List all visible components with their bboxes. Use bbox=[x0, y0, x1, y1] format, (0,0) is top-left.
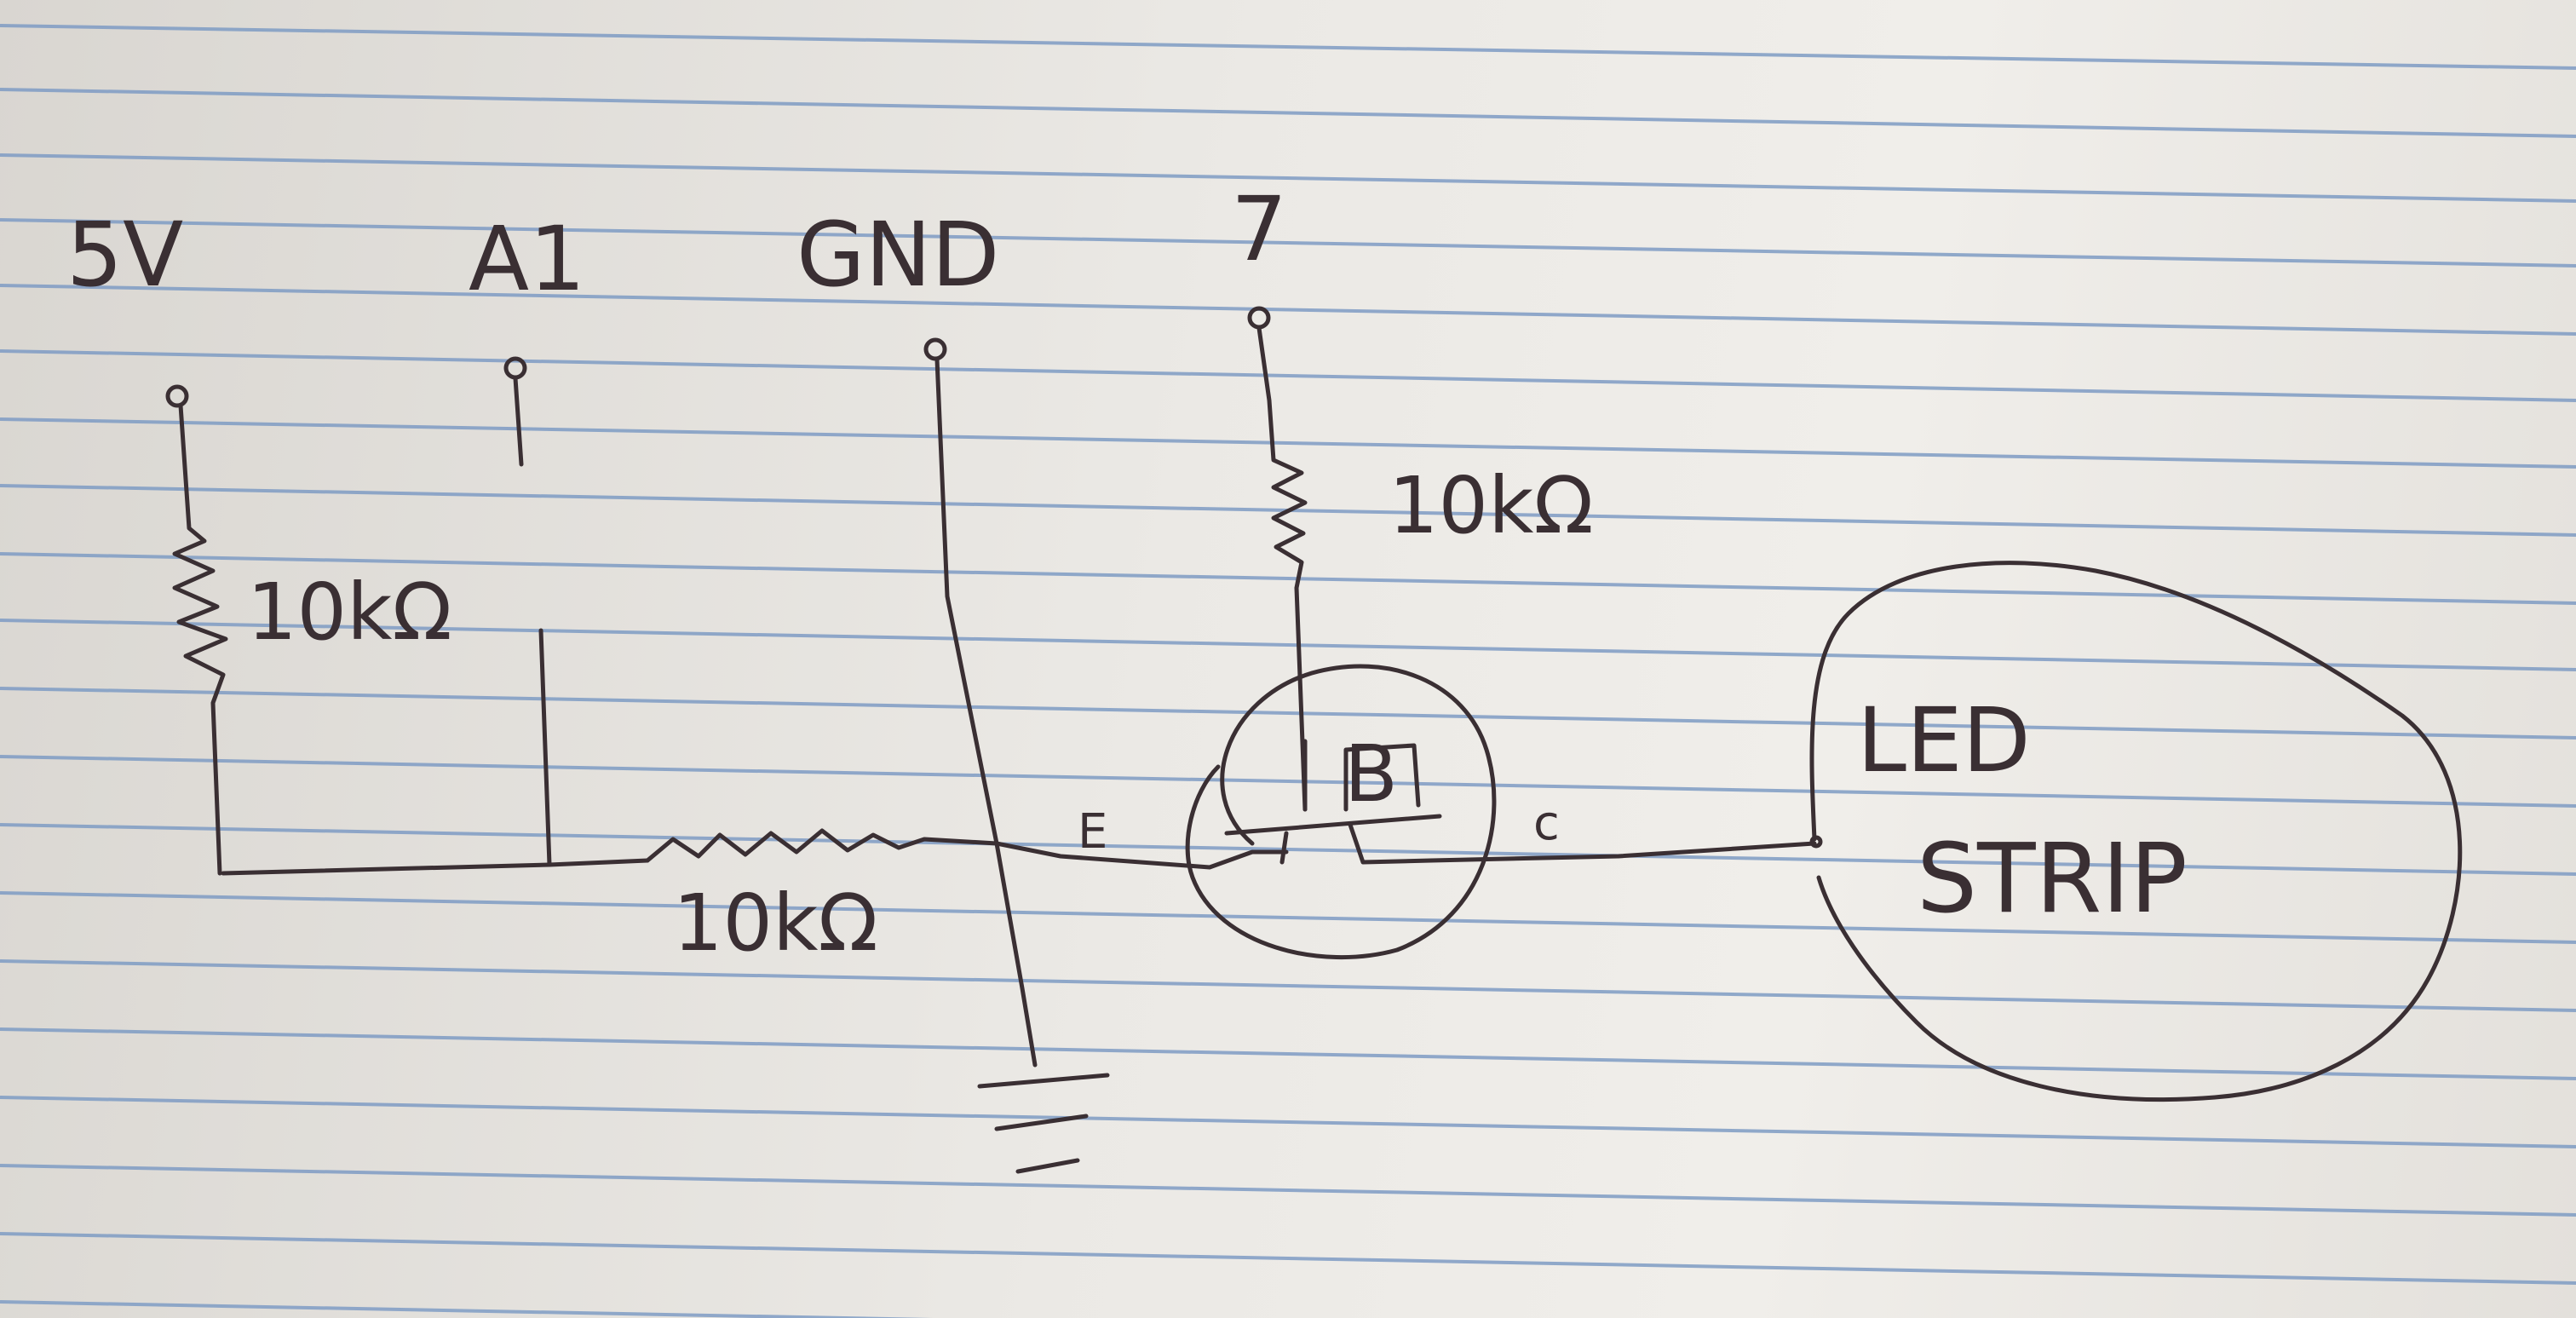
collector-label: c bbox=[1533, 796, 1560, 851]
wire-pin7 bbox=[1256, 325, 1308, 812]
terminal-gnd-label: GND bbox=[796, 203, 999, 307]
terminal-5v-label: 5V bbox=[66, 203, 183, 307]
wire-bottom-bus bbox=[221, 858, 650, 876]
led-strip-label-line2: STRIP bbox=[1917, 824, 2188, 935]
terminal-pin7-label: 7 bbox=[1231, 177, 1287, 281]
terminal-5v-node bbox=[165, 384, 189, 408]
wire-5v bbox=[172, 403, 228, 876]
rule-line bbox=[0, 24, 2576, 70]
rule-line bbox=[0, 1096, 2576, 1148]
rule-line bbox=[0, 153, 2576, 203]
rule-line bbox=[0, 755, 2576, 808]
terminal-pin7-node bbox=[1247, 306, 1271, 330]
rule-line bbox=[0, 823, 2576, 876]
rule-line bbox=[0, 1232, 2576, 1285]
rule-line bbox=[0, 891, 2576, 944]
base-label: B bbox=[1344, 728, 1398, 820]
rule-line bbox=[0, 619, 2576, 671]
wire-gnd bbox=[934, 357, 1038, 1068]
terminal-gnd-node bbox=[923, 337, 947, 361]
led-strip-label-line1: LED bbox=[1857, 688, 2031, 792]
rule-line bbox=[0, 284, 2576, 336]
emitter-label: E bbox=[1078, 804, 1107, 860]
rule-line bbox=[0, 552, 2576, 605]
wire-a1-stub bbox=[513, 376, 524, 467]
rule-line bbox=[0, 1300, 933, 1318]
led-strip-outline bbox=[1809, 561, 2463, 1102]
wire-collector bbox=[1429, 841, 1817, 863]
transistor-body bbox=[1185, 664, 1497, 960]
ground-symbol bbox=[977, 1073, 1110, 1174]
terminal-a1-node bbox=[503, 356, 527, 380]
transistor-emitter-leg bbox=[1279, 831, 1289, 865]
rule-line bbox=[0, 349, 2576, 402]
rule-line bbox=[0, 1027, 2576, 1080]
transistor-collector-leg bbox=[1348, 822, 1434, 865]
wire-a1 bbox=[538, 628, 552, 867]
base-resistor-label: 10kΩ bbox=[1389, 460, 1594, 551]
rule-line bbox=[0, 959, 2576, 1012]
terminal-a1-label: A1 bbox=[469, 207, 585, 311]
series-resistor bbox=[645, 828, 999, 863]
rule-line bbox=[0, 1164, 2576, 1217]
transistor-base-box bbox=[1302, 739, 1421, 812]
rule-line bbox=[0, 218, 2576, 268]
rule-line bbox=[0, 417, 2576, 469]
rule-line bbox=[0, 687, 2576, 740]
series-resistor-label: 10kΩ bbox=[673, 878, 878, 969]
rule-line bbox=[0, 88, 2576, 138]
pullup-resistor-label: 10kΩ bbox=[247, 567, 452, 658]
transistor-base-bar bbox=[1224, 814, 1442, 836]
wire-emitter bbox=[994, 841, 1289, 870]
